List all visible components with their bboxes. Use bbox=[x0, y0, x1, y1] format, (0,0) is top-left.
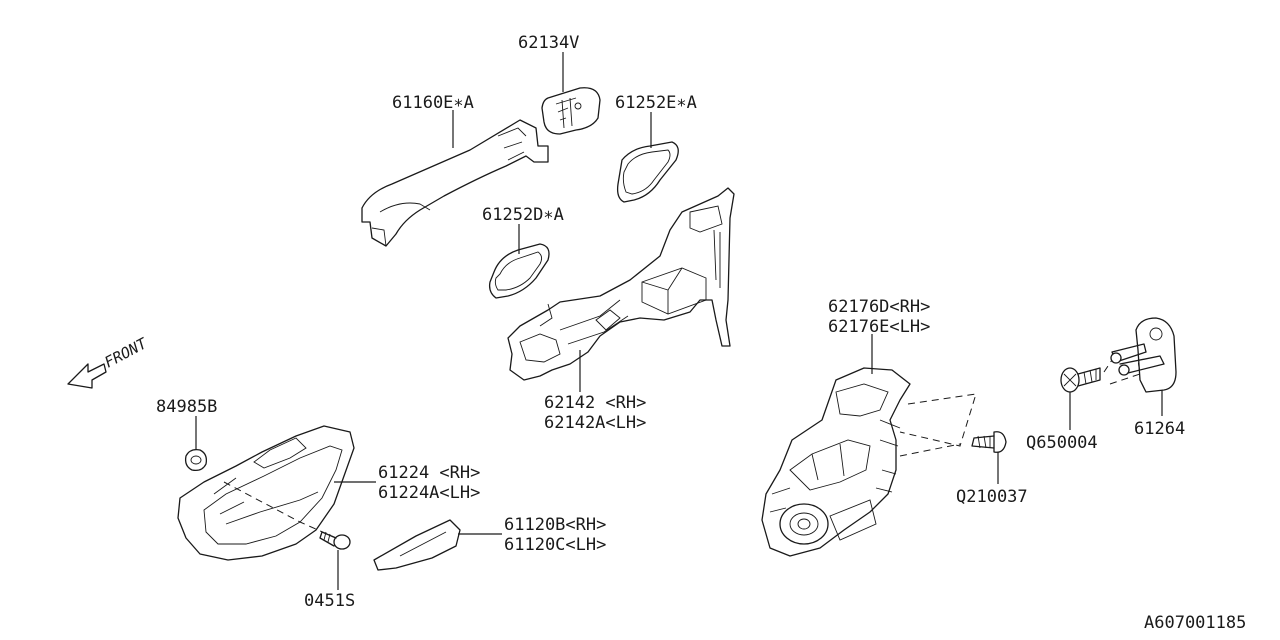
handle-cap-62134v[interactable] bbox=[541, 87, 601, 135]
label-61252d[interactable]: 61252D∗A bbox=[482, 205, 564, 225]
dash-latch-screw bbox=[899, 393, 977, 447]
label-61120c[interactable]: 61120C<LH> bbox=[504, 535, 606, 555]
inner-handle-61224[interactable] bbox=[177, 425, 355, 561]
label-q210037[interactable]: Q210037 bbox=[956, 487, 1028, 507]
diagram-id: A607001185 bbox=[1144, 613, 1246, 633]
cover-61120[interactable] bbox=[373, 519, 461, 571]
front-label: FRONT bbox=[101, 334, 150, 372]
door-latch-62176[interactable] bbox=[761, 367, 911, 557]
label-61224a[interactable]: 61224A<LH> bbox=[378, 483, 480, 503]
label-61120b[interactable]: 61120B<RH> bbox=[504, 515, 606, 535]
outer-handle-61160e[interactable] bbox=[361, 119, 549, 247]
screw-q210037[interactable] bbox=[971, 431, 1007, 453]
label-61264[interactable]: 61264 bbox=[1134, 419, 1185, 439]
bolt-0451s[interactable] bbox=[319, 531, 351, 550]
gasket-61252e[interactable] bbox=[616, 141, 679, 203]
striker-61264[interactable] bbox=[1110, 317, 1177, 393]
label-62142a[interactable]: 62142A<LH> bbox=[544, 413, 646, 433]
screw-q650004[interactable] bbox=[1060, 367, 1101, 393]
label-61224[interactable]: 61224 <RH> bbox=[378, 463, 480, 483]
label-61160e[interactable]: 61160E∗A bbox=[392, 93, 474, 113]
dash-striker bbox=[1103, 359, 1141, 385]
front-direction-arrow bbox=[67, 363, 107, 389]
label-62134v[interactable]: 62134V bbox=[518, 33, 579, 53]
label-0451s[interactable]: 0451S bbox=[304, 591, 355, 611]
label-62142[interactable]: 62142 <RH> bbox=[544, 393, 646, 413]
dash-latch-screw-2 bbox=[899, 443, 961, 457]
label-62176d[interactable]: 62176D<RH> bbox=[828, 297, 930, 317]
label-q650004[interactable]: Q650004 bbox=[1026, 433, 1098, 453]
label-61252e[interactable]: 61252E∗A bbox=[615, 93, 697, 113]
handle-frame-62142[interactable] bbox=[507, 187, 735, 381]
label-62176e[interactable]: 62176E<LH> bbox=[828, 317, 930, 337]
clip-84985b[interactable] bbox=[184, 448, 208, 472]
label-84985b[interactable]: 84985B bbox=[156, 397, 217, 417]
gasket-61252d[interactable] bbox=[488, 243, 550, 299]
